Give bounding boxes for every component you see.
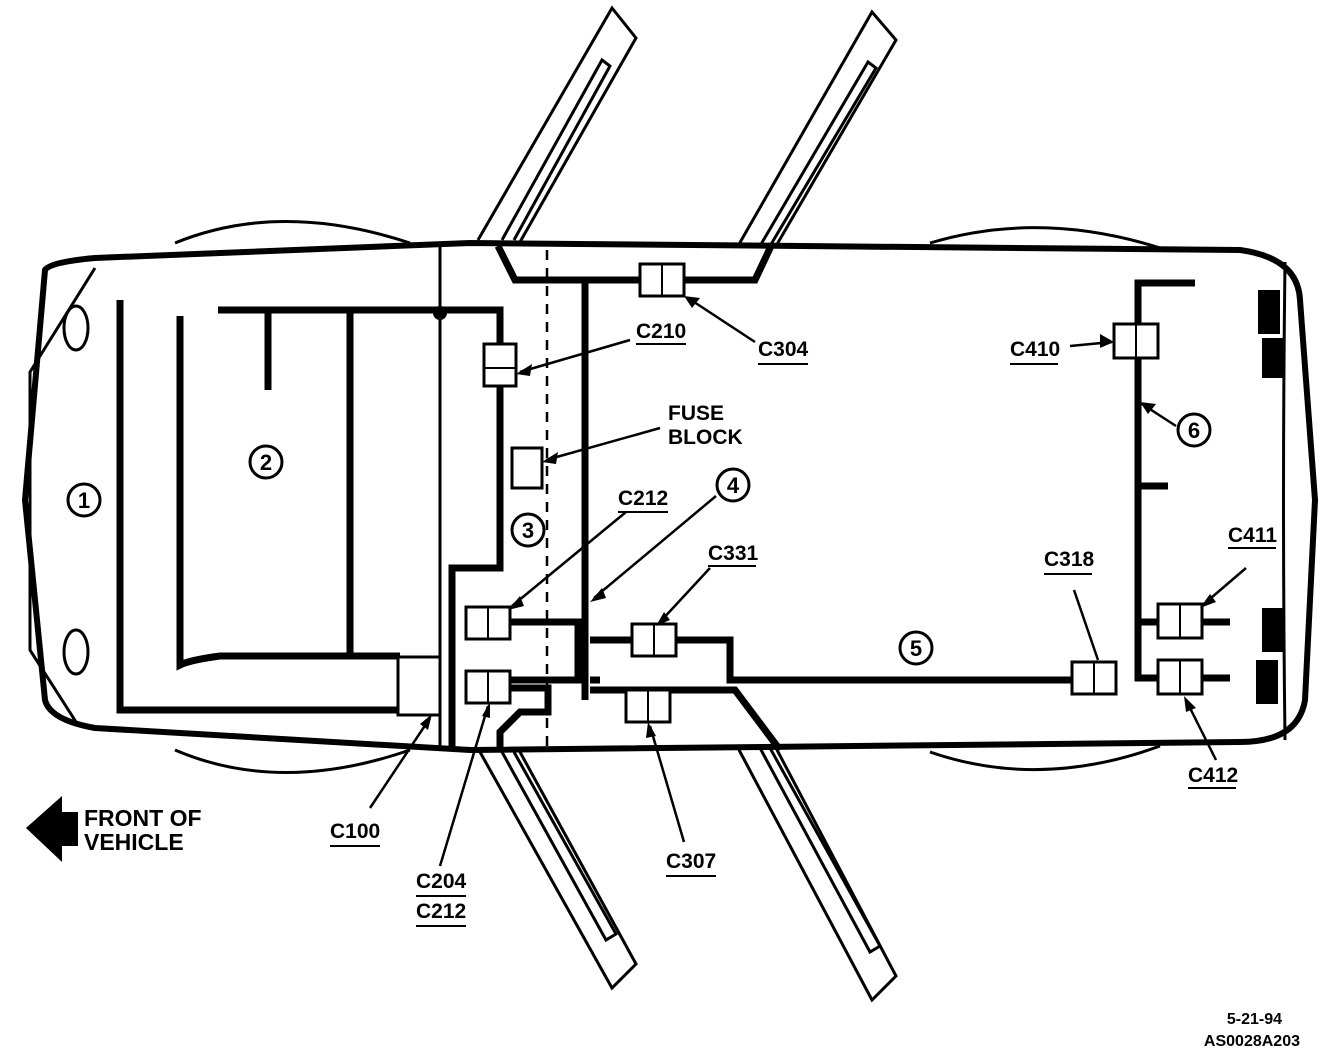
splice-dot	[433, 306, 447, 320]
label-c204: C204	[416, 870, 467, 893]
connector-c100	[396, 655, 442, 717]
svg-text:3: 3	[522, 518, 534, 543]
label-c212-bottom: C212	[416, 900, 466, 923]
svg-text:5: 5	[910, 636, 922, 661]
svg-text:1: 1	[78, 488, 90, 513]
callout-2: 2	[248, 444, 284, 480]
figure-date: 5-21-94	[1227, 1011, 1282, 1028]
label-c410: C410	[1010, 338, 1060, 361]
callout-5: 5	[898, 630, 934, 666]
connector-c210	[482, 342, 518, 388]
figure-id-block: 5-21-94 AS0028A203	[1204, 1011, 1300, 1050]
figure-id: AS0028A203	[1204, 1033, 1300, 1050]
label-c318: C318	[1044, 548, 1095, 571]
label-c331: C331	[708, 542, 759, 565]
fuse-block-box	[510, 446, 544, 490]
front-of-vehicle-indicator: FRONT OF VEHICLE	[26, 796, 202, 862]
label-c212-top: C212	[618, 487, 668, 510]
front-arrow-icon	[26, 796, 78, 862]
callout-6: 6	[1176, 412, 1212, 448]
label-c304: C304	[758, 338, 809, 361]
fuse-block-label-line1: FUSE	[668, 402, 724, 425]
label-c210: C210	[636, 320, 686, 343]
leader-lines	[368, 296, 1247, 867]
front-label-line2: VEHICLE	[84, 829, 184, 855]
label-c412: C412	[1188, 764, 1238, 787]
svg-text:2: 2	[260, 450, 272, 475]
callout-4: 4	[715, 467, 751, 503]
connector-bodies	[396, 262, 1204, 724]
front-label-line1: FRONT OF	[84, 805, 202, 831]
callout-1: 1	[66, 482, 102, 518]
svg-text:6: 6	[1188, 418, 1200, 443]
fuse-block-label-line2: BLOCK	[668, 426, 743, 449]
connector-labels: C210 C304 C410 FUSE BLOCK C212 C331 C318…	[330, 320, 1277, 927]
label-c411: C411	[1228, 524, 1277, 547]
svg-text:4: 4	[727, 473, 740, 498]
label-c307: C307	[666, 850, 716, 873]
callout-3: 3	[510, 512, 546, 548]
vehicle-body	[21, 220, 1319, 774]
open-doors	[476, 5, 898, 1003]
label-c100: C100	[330, 820, 380, 843]
